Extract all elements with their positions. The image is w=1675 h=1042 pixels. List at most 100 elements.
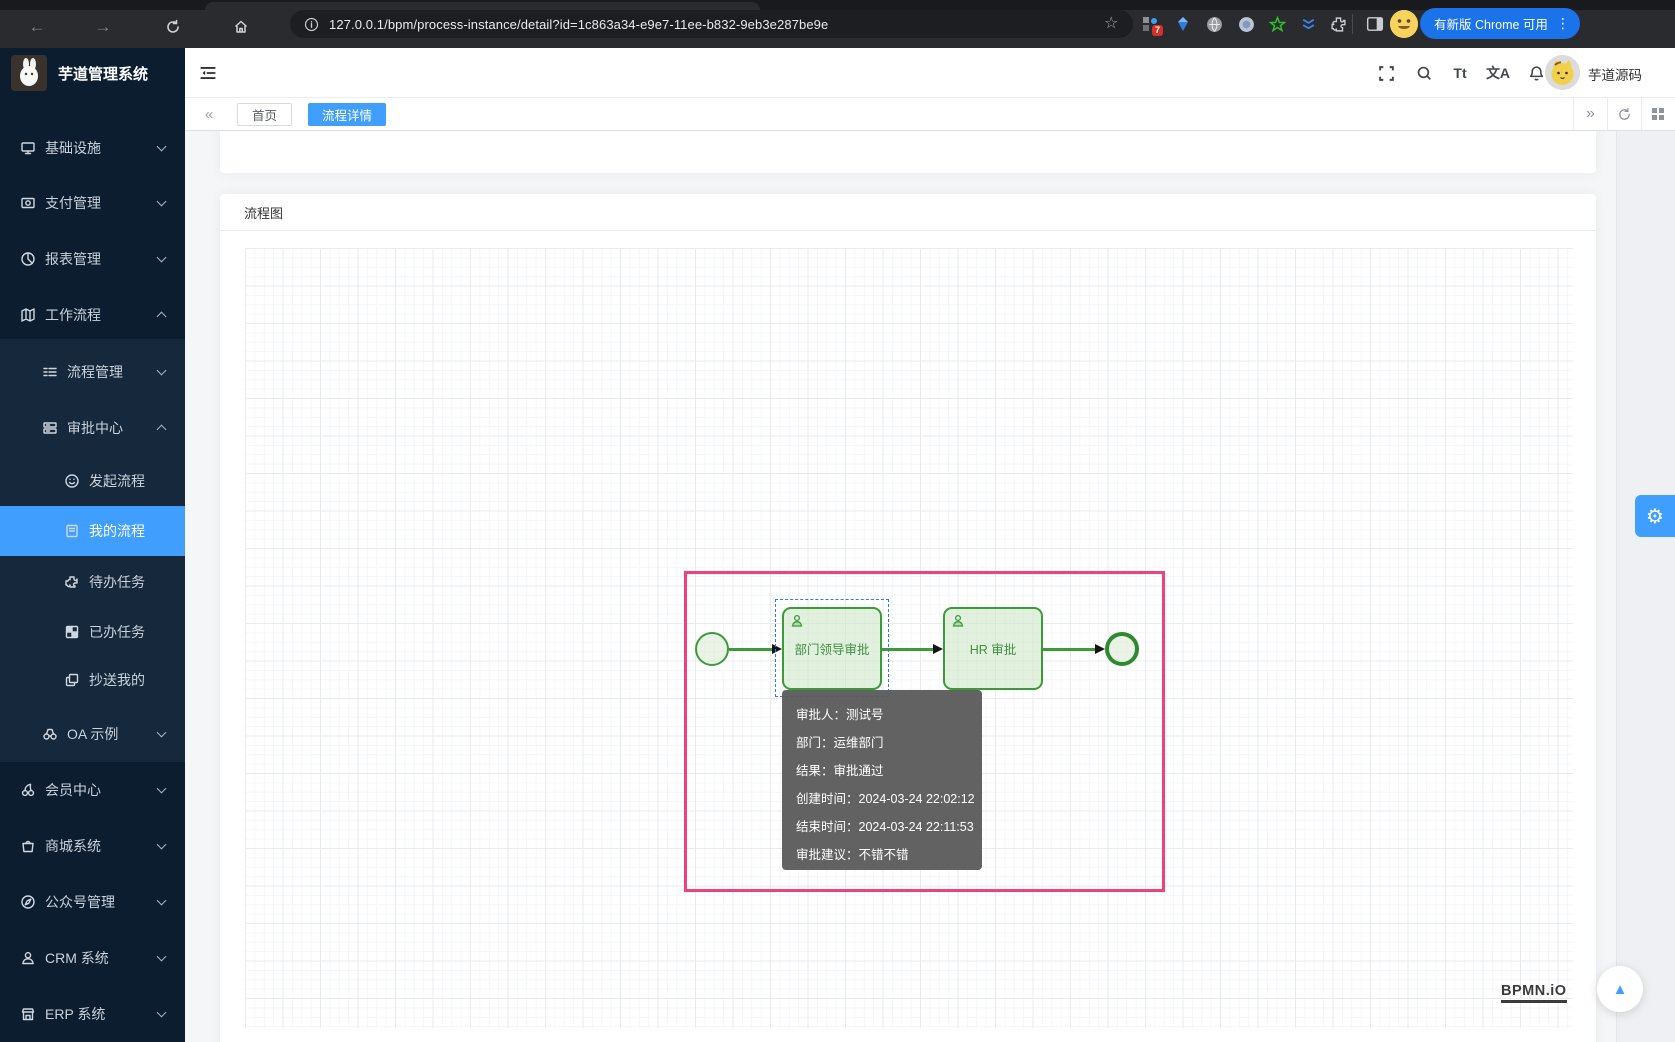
search-button[interactable] xyxy=(1411,61,1437,85)
bpmn-task-dept-leader[interactable]: 部门领导审批 xyxy=(782,607,882,690)
chevron-down-icon xyxy=(157,727,167,737)
sequence-flow-2 xyxy=(882,648,935,651)
extension-icon-1[interactable]: 7 xyxy=(1140,14,1160,34)
sidebar-item-workflow[interactable]: 工作流程 xyxy=(0,295,185,335)
back-to-top-button[interactable]: ▲ xyxy=(1597,966,1643,1012)
sidebar-item-mall-system[interactable]: 商城系统 xyxy=(0,826,185,866)
sidebar-item-infrastructure[interactable]: 基础设施 xyxy=(0,128,185,168)
sidebar-item-oa-example[interactable]: OA 示例 xyxy=(0,714,185,754)
stacked-rows-icon xyxy=(42,420,58,436)
tags-scroll-left-button[interactable]: « xyxy=(195,98,223,130)
browser-home-button[interactable] xyxy=(226,12,256,42)
blue-dot-icon xyxy=(1238,16,1255,33)
browser-menu-icon[interactable]: ⋮ xyxy=(1556,15,1570,32)
sidebar-item-payment[interactable]: 支付管理 xyxy=(0,183,185,223)
tags-scroll-right-button[interactable]: » xyxy=(1573,98,1607,130)
sidebar-item-process-management[interactable]: 流程管理 xyxy=(0,352,185,392)
sidebar-item-official-account[interactable]: 公众号管理 xyxy=(0,882,185,922)
chrome-update-button[interactable]: 有新版 Chrome 可用 ⋮ xyxy=(1420,8,1580,39)
tooltip-separator: ： xyxy=(846,792,859,806)
sidebar-item-my-process[interactable]: 我的流程 xyxy=(0,506,185,556)
tooltip-row: 审批人：测试号 xyxy=(796,701,968,729)
sidebar-item-approval-center[interactable]: 审批中心 xyxy=(0,408,185,448)
url-bar[interactable]: 127.0.0.1/bpm/process-instance/detail?id… xyxy=(290,10,1133,38)
sidebar-item-crm-system[interactable]: CRM 系统 xyxy=(0,938,185,978)
gray-globe-icon xyxy=(1206,16,1223,33)
storefront-icon xyxy=(20,1006,36,1022)
browser-profile-avatar[interactable] xyxy=(1390,10,1418,38)
cherry-icon xyxy=(20,782,36,798)
sidebar-item-erp-system[interactable]: ERP 系统 xyxy=(0,994,185,1034)
bell-icon xyxy=(1528,65,1545,82)
sidebar-item-start-process[interactable]: 发起流程 xyxy=(0,461,185,501)
extension-icon-3[interactable] xyxy=(1204,14,1224,34)
puzzle-icon xyxy=(1330,16,1347,33)
extension-icon-5[interactable] xyxy=(1267,14,1287,34)
user-avatar[interactable] xyxy=(1545,55,1580,90)
tab-process-detail[interactable]: 流程详情 xyxy=(308,103,386,126)
sidebar-item-label: 商城系统 xyxy=(45,836,101,856)
tooltip-label: 审批人 xyxy=(796,708,834,722)
card-title: 流程图 xyxy=(244,203,283,222)
fullscreen-button[interactable] xyxy=(1373,61,1399,85)
bpmn-end-event[interactable] xyxy=(1105,632,1139,666)
indent-list-icon xyxy=(42,364,58,380)
font-size-button[interactable]: Tt xyxy=(1447,61,1473,85)
sidebar-item-label: 审批中心 xyxy=(67,418,123,438)
username[interactable]: 芋道源码 xyxy=(1588,64,1642,84)
bpmn-start-event[interactable] xyxy=(695,632,729,666)
extension-icon-4[interactable] xyxy=(1236,14,1256,34)
browser-active-tab[interactable] xyxy=(205,2,760,10)
side-panel-glyph xyxy=(1366,15,1384,33)
bpmn-io-watermark[interactable]: BPMN.iO xyxy=(1501,983,1567,1003)
payment-icon xyxy=(20,195,36,211)
puzzle-piece-icon xyxy=(64,574,80,590)
arrowhead-icon xyxy=(1095,644,1105,654)
settings-drawer-button[interactable]: ⚙ xyxy=(1635,495,1675,537)
tooltip-label: 审批建议 xyxy=(796,848,846,862)
tooltip-value: 运维部门 xyxy=(834,736,884,750)
sidebar-item-label: 工作流程 xyxy=(45,305,101,325)
locale-button[interactable]: 文A xyxy=(1485,61,1511,85)
rabbit-logo-icon xyxy=(11,55,47,91)
extension-icon-6[interactable] xyxy=(1298,14,1318,34)
bpmn-task-hr[interactable]: HR 审批 xyxy=(943,607,1043,690)
sidebar-item-cc-me[interactable]: 抄送我的 xyxy=(0,660,185,700)
binoculars-icon xyxy=(42,726,58,742)
sidebar-fold-button[interactable] xyxy=(196,61,220,85)
logo[interactable]: 芋道管理系统 xyxy=(0,48,185,98)
bpmn-canvas[interactable]: 部门领导审批 HR 审批 审批人：测试号 部门：运维部门 结果：审批通过 创建时… xyxy=(245,248,1573,1028)
extension-icon-2[interactable] xyxy=(1173,14,1193,34)
sidebar-item-label: 报表管理 xyxy=(45,249,101,269)
ext-square-1 xyxy=(1143,17,1149,23)
avatar-face-icon xyxy=(1390,10,1418,38)
sidebar-item-reports[interactable]: 报表管理 xyxy=(0,239,185,279)
sidebar-item-done-tasks[interactable]: 已办任务 xyxy=(0,612,185,652)
tags-refresh-button[interactable] xyxy=(1607,98,1641,130)
extension-glyph: 7 xyxy=(1143,17,1157,31)
browser-back-button[interactable]: ← xyxy=(22,12,52,42)
user-task-icon xyxy=(789,613,805,629)
process-diagram-card: 流程图 部门领导审批 HR 审批 xyxy=(220,194,1596,1042)
site-info-icon[interactable] xyxy=(304,17,319,32)
task-label: 部门领导审批 xyxy=(794,639,869,658)
tooltip-separator: ： xyxy=(834,708,847,722)
browser-forward-button[interactable]: → xyxy=(88,12,118,42)
sidebar-item-label: 流程管理 xyxy=(67,362,123,382)
smiley-icon xyxy=(64,473,80,489)
tab-home[interactable]: 首页 xyxy=(237,103,292,126)
browser-reload-button[interactable] xyxy=(158,12,188,42)
avatar-image xyxy=(1545,55,1580,90)
search-icon xyxy=(1416,65,1433,82)
tags-menu-button[interactable] xyxy=(1641,98,1674,130)
extensions-puzzle-icon[interactable] xyxy=(1328,14,1348,34)
sidebar-item-member-center[interactable]: 会员中心 xyxy=(0,770,185,810)
app-title: 芋道管理系统 xyxy=(58,63,148,84)
side-panel-icon[interactable] xyxy=(1365,14,1385,34)
gear-icon: ⚙ xyxy=(1646,504,1664,529)
browser-chrome: ← → 127.0.0.1/bpm/process-instance/detai… xyxy=(0,0,1675,48)
monitor-icon xyxy=(20,140,36,156)
bookmark-star-icon[interactable]: ☆ xyxy=(1104,13,1118,33)
sidebar-item-todo-tasks[interactable]: 待办任务 xyxy=(0,562,185,602)
